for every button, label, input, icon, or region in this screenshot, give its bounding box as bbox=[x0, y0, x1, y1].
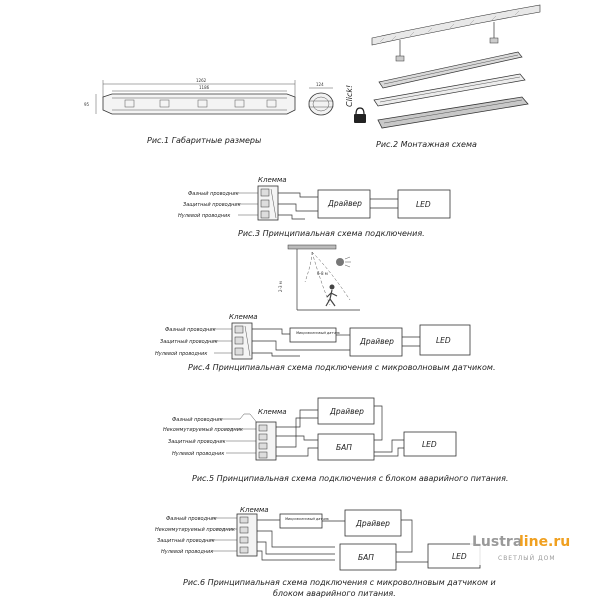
fig6-bap-label: БАП bbox=[358, 553, 374, 562]
fig4-wire-phase: Фазный проводник bbox=[165, 327, 216, 333]
fig4-height-label: 2-3 м bbox=[278, 281, 283, 292]
fig5-wire-unswitched: Некоммутируемый проводник bbox=[163, 427, 243, 433]
fig5-driver-label: Драйвер bbox=[329, 407, 364, 416]
fig6-wire-unswitched: Некоммутируемый проводник bbox=[155, 527, 235, 533]
fig6-caption-line2: блоком аварийного питания. bbox=[273, 589, 396, 598]
fig1-dim-inner: 1186 bbox=[199, 85, 210, 90]
fig3-led-box bbox=[397, 189, 451, 219]
fig5-wire-neutral: Нулевой проводник bbox=[172, 451, 224, 457]
fig3-driver-label: Драйвер bbox=[327, 199, 362, 208]
room-illustration: 2-3 м 6-8 м bbox=[278, 244, 360, 311]
fig3-wiring: Клемма Фазный проводник Защитный проводн… bbox=[178, 176, 451, 238]
fig6-sensor-label: Микроволновый датчик bbox=[285, 517, 330, 521]
fig1-dim-width: 124 bbox=[316, 82, 324, 87]
fig4-caption: Рис.4 Принципиальная схема подключения с… bbox=[188, 363, 495, 372]
terminal-block-icon bbox=[255, 421, 277, 461]
fig1-dim-total: 1262 bbox=[196, 78, 207, 83]
fig6-led-label: LED bbox=[452, 552, 467, 561]
fig3-terminal-label: Клемма bbox=[258, 176, 287, 184]
fig4-terminal-label: Клемма bbox=[229, 313, 258, 321]
watermark-brand-part2: line.ru bbox=[519, 534, 570, 550]
fig2-caption: Рис.2 Монтажная схема bbox=[376, 140, 477, 149]
fig5-wire-earth: Защитный проводник bbox=[168, 439, 226, 445]
fig5-led-label: LED bbox=[422, 440, 437, 449]
fig4-wire-earth: Защитный проводник bbox=[160, 339, 218, 345]
fig2-mounting: Click! Рис.2 Монтажная схема bbox=[345, 4, 541, 149]
sensor-icon bbox=[336, 256, 351, 268]
fig5-caption: Рис.5 Принципиальная схема подключения с… bbox=[192, 474, 508, 483]
fig5-emergency-wiring: Клемма Фазный проводник Некоммутируемый … bbox=[163, 397, 508, 483]
fig6-bap-box bbox=[339, 543, 397, 571]
watermark-logo: Lustra line.ru СВЕТЛЫЙ ДОМ bbox=[470, 523, 578, 565]
fig5-terminal-label: Клемма bbox=[258, 408, 287, 416]
fig5-led-box bbox=[403, 431, 457, 457]
fig5-wire-phase: Фазный проводник bbox=[172, 417, 223, 423]
watermark-brand-part1: Lustra bbox=[472, 534, 522, 550]
fig4-led-label: LED bbox=[436, 336, 451, 345]
terminal-block-icon bbox=[236, 513, 258, 557]
fig6-wire-neutral: Нулевой проводник bbox=[161, 549, 213, 555]
fig6-wire-phase: Фазный проводник bbox=[166, 516, 217, 522]
fig3-wire-phase: Фазный проводник bbox=[188, 191, 239, 197]
fig4-sensor-label: Микроволновый датчик bbox=[296, 331, 341, 335]
fig1-dim-height: 95 bbox=[84, 102, 90, 107]
fig3-wire-earth: Защитный проводник bbox=[183, 202, 241, 208]
fig6-caption-line1: Рис.6 Принципиальная схема подключения с… bbox=[183, 578, 496, 587]
padlock-icon bbox=[354, 107, 366, 123]
fig3-driver-box bbox=[317, 189, 371, 219]
fig5-driver-box bbox=[317, 397, 375, 425]
watermark-tagline: СВЕТЛЫЙ ДОМ bbox=[498, 555, 556, 562]
fig1-dimensions: 1262 1186 95 124 Рис.1 Габаритные размер… bbox=[84, 78, 334, 145]
terminal-block-icon bbox=[231, 322, 253, 360]
fig4-sensor-wiring: 2-3 м 6-8 м Клемма Фазный проводник Защи… bbox=[155, 244, 495, 372]
fig4-wire-neutral: Нулевой проводник bbox=[155, 351, 207, 357]
fig6-driver-label: Драйвер bbox=[355, 519, 390, 528]
fig3-wire-neutral: Нулевой проводник bbox=[178, 213, 230, 219]
fig6-driver-box bbox=[344, 509, 402, 537]
fig4-range-label: 6-8 м bbox=[317, 271, 328, 276]
fig4-led-box bbox=[419, 324, 471, 356]
fig1-caption: Рис.1 Габаритные размеры bbox=[147, 136, 261, 145]
fig3-caption: Рис.3 Принципиальная схема подключения. bbox=[238, 229, 425, 238]
fig4-driver-box bbox=[349, 327, 403, 357]
fig2-click-text: Click! bbox=[345, 85, 354, 107]
fig4-driver-label: Драйвер bbox=[359, 337, 394, 346]
fig6-sensor-emergency-wiring: Клемма Фазный проводник Некоммутируемый … bbox=[155, 506, 496, 598]
fig3-led-label: LED bbox=[416, 200, 431, 209]
walking-person-icon bbox=[325, 284, 338, 307]
fig5-bap-label: БАП bbox=[336, 443, 352, 452]
terminal-block-icon bbox=[257, 185, 279, 221]
fig6-wire-earth: Защитный проводник bbox=[157, 538, 215, 544]
fig5-bap-box bbox=[317, 433, 375, 461]
fig6-terminal-label: Клемма bbox=[240, 506, 269, 514]
